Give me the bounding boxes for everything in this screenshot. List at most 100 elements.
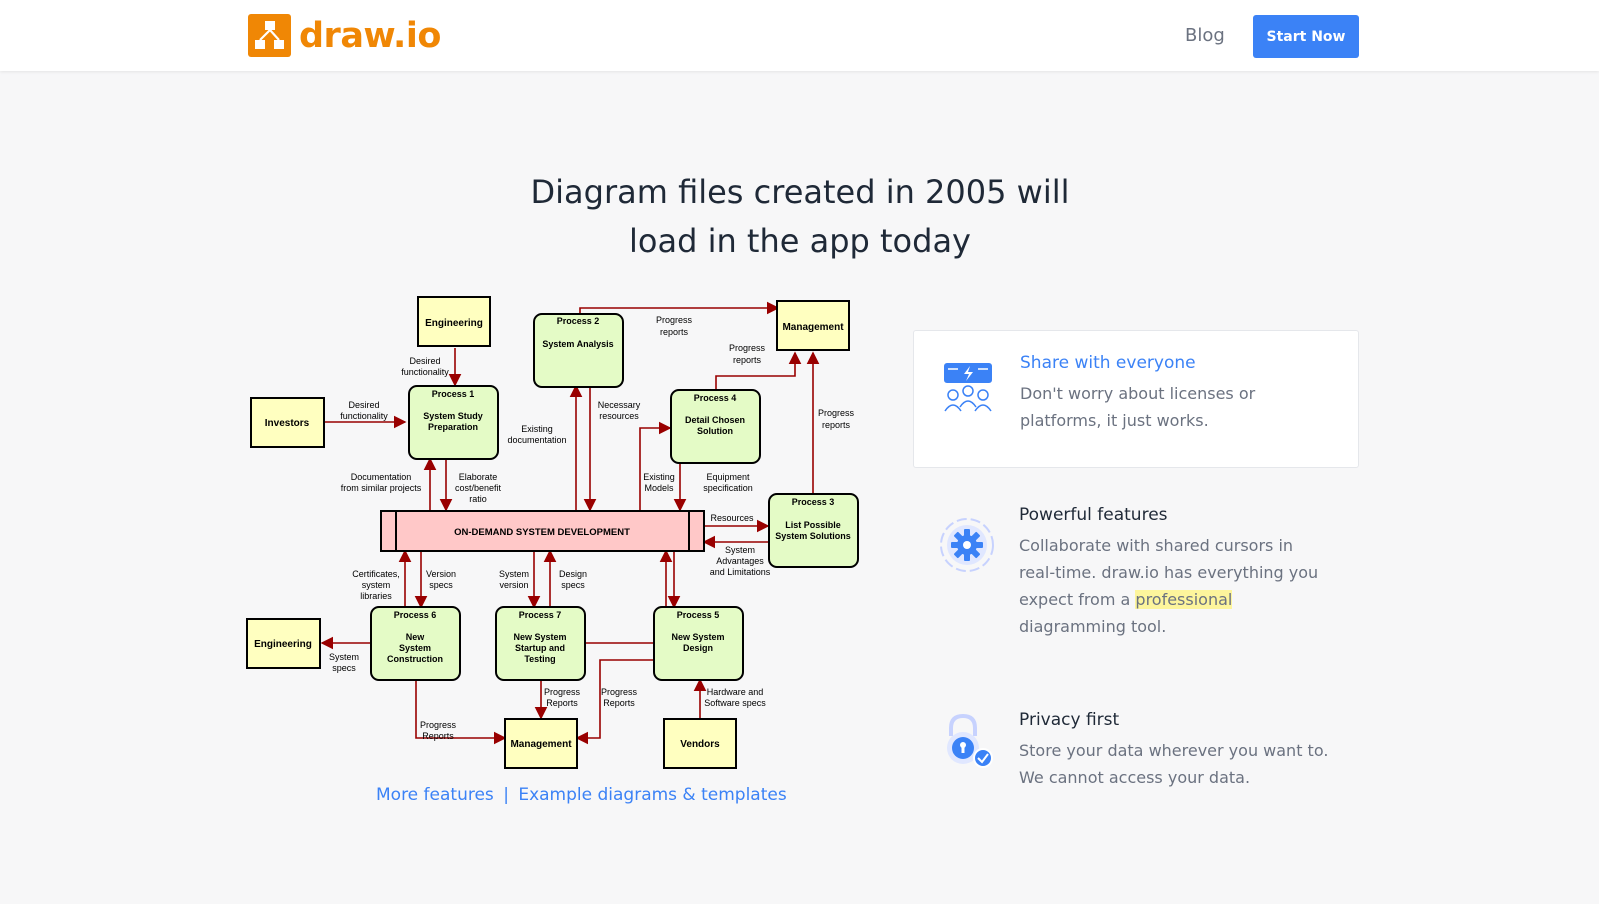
label-progress-p7-1: Progress <box>544 687 581 697</box>
process-7: Process 7 New System Startup and Testing <box>495 606 586 681</box>
label-certificates-2: system <box>362 580 391 590</box>
entity-management-top-label: Management <box>782 322 844 333</box>
arrow-center-to-p4 <box>639 421 672 510</box>
label-desired-functionality-left-2: functionality <box>340 411 388 421</box>
label-equipment-1: Equipment <box>706 472 750 482</box>
process-2: Process 2 System Analysis <box>533 313 624 388</box>
label-existing-documentation-1: Existing <box>521 424 553 434</box>
process-6-line-3: Construction <box>387 654 443 664</box>
label-progress-p3-2: reports <box>822 420 851 430</box>
label-desired-functionality-top-2: functionality <box>401 367 449 377</box>
process-4: Process 4 Detail Chosen Solution <box>670 389 761 464</box>
process-2-number: Process 2 <box>557 316 600 326</box>
label-version-specs-2: specs <box>429 580 453 590</box>
label-certificates-1: Certificates, <box>352 569 400 579</box>
label-system-version-1: System <box>499 569 529 579</box>
data-flow-diagram: Engineering Investors Management Enginee… <box>246 296 859 769</box>
arrow-p5-to-mgmt <box>575 659 654 745</box>
process-3-number: Process 3 <box>792 497 835 507</box>
label-advantages-3: and Limitations <box>710 567 771 577</box>
entity-vendors-label: Vendors <box>680 739 720 750</box>
share-people-icon <box>944 363 992 412</box>
feature-privacy-title: Privacy first <box>1019 710 1120 730</box>
label-necessary-resources-1: Necessary <box>598 400 641 410</box>
entity-vendors: Vendors <box>663 718 737 769</box>
label-progress-p3-1: Progress <box>818 408 855 418</box>
label-advantages-2: Advantages <box>716 556 764 566</box>
label-existing-models-2: Models <box>644 483 674 493</box>
label-progress-p4-2: reports <box>733 355 762 365</box>
entity-investors-label: Investors <box>265 418 310 429</box>
process-4-line-2: Solution <box>697 426 733 436</box>
label-system-specs-2: specs <box>332 663 356 673</box>
process-7-line-1: New System <box>513 632 566 642</box>
more-features-link[interactable]: More features <box>376 785 494 805</box>
label-progress-p7-2: Reports <box>546 698 578 708</box>
feature-share-desc-line-2: platforms, it just works. <box>1020 411 1209 430</box>
headline-line-2: load in the app today <box>629 222 971 260</box>
label-elaborate-1: Elaborate <box>459 472 498 482</box>
process-2-line-1: System Analysis <box>542 339 613 349</box>
diagram-links: More features | Example diagrams & templ… <box>376 785 787 805</box>
feature-share: Share with everyone Don't worry about li… <box>913 330 1359 468</box>
flow-labels: Desired functionality Desired functional… <box>329 315 855 741</box>
label-documentation-similar-2: from similar projects <box>341 483 422 493</box>
label-existing-documentation-2: documentation <box>507 435 566 445</box>
start-now-button[interactable]: Start Now <box>1253 15 1359 58</box>
label-progress-p6-1: Progress <box>420 720 457 730</box>
drawio-logo-link[interactable]: draw.io <box>248 14 441 57</box>
feature-powerful-description: Collaborate with shared cursors in real-… <box>1019 532 1318 640</box>
label-design-specs-2: specs <box>561 580 585 590</box>
process-6-line-2: System <box>399 643 431 653</box>
entity-management-bottom-label: Management <box>510 739 572 750</box>
entity-engineering-top-label: Engineering <box>425 318 483 329</box>
process-4-line-1: Detail Chosen <box>685 415 745 425</box>
label-progress-top-1: Progress <box>656 315 693 325</box>
feature-privacy: Privacy first Store your data wherever y… <box>913 710 1357 800</box>
nav-blog-link[interactable]: Blog <box>1185 25 1225 46</box>
process-1-line-2: Preparation <box>428 422 478 432</box>
feature-share-desc-line-1: Don't worry about licenses or <box>1020 384 1256 403</box>
process-5-number: Process 5 <box>677 610 720 620</box>
central-data-store-label: ON-DEMAND SYSTEM DEVELOPMENT <box>454 527 630 538</box>
arrow-p2-to-mgmt <box>579 301 780 315</box>
label-version-specs-1: Version <box>426 569 456 579</box>
feature-powerful-desc-line-3: expect from a <box>1019 590 1136 609</box>
label-progress-p6-2: Reports <box>422 731 454 741</box>
entity-engineering-top: Engineering <box>417 296 491 347</box>
entity-investors: Investors <box>250 397 325 448</box>
label-necessary-resources-2: resources <box>599 411 639 421</box>
links-separator: | <box>503 785 509 805</box>
label-documentation-similar-1: Documentation <box>351 472 412 482</box>
diagram-connectors <box>320 301 820 745</box>
process-7-line-2: Startup and <box>515 643 565 653</box>
process-1: Process 1 System Study Preparation <box>408 385 499 460</box>
feature-privacy-desc-line-2: We cannot access your data. <box>1019 768 1251 787</box>
page-headline: Diagram files created in 2005 will load … <box>420 168 1180 266</box>
label-progress-p5-2: Reports <box>603 698 635 708</box>
drawio-logo-icon <box>248 14 291 57</box>
process-3-line-2: System Solutions <box>775 531 851 541</box>
label-progress-p5-1: Progress <box>601 687 638 697</box>
process-3-line-1: List Possible <box>785 520 841 530</box>
feature-powerful-desc-line-4: diagramming tool. <box>1019 617 1167 636</box>
process-5-line-2: Design <box>683 643 713 653</box>
process-6-number: Process 6 <box>394 610 437 620</box>
label-desired-functionality-left-1: Desired <box>348 400 379 410</box>
label-progress-top-2: reports <box>660 327 689 337</box>
logo-text: draw.io <box>299 15 441 56</box>
label-advantages-1: System <box>725 545 755 555</box>
feature-share-description: Don't worry about licenses or platforms,… <box>1020 380 1255 434</box>
entity-engineering-bottom-label: Engineering <box>254 639 312 650</box>
label-system-specs-1: System <box>329 652 359 662</box>
arrow-p4-to-mgmt <box>715 351 802 391</box>
feature-powerful-title: Powerful features <box>1019 505 1168 525</box>
label-equipment-2: specification <box>703 483 753 493</box>
label-system-version-2: version <box>499 580 528 590</box>
label-elaborate-3: ratio <box>469 494 487 504</box>
central-data-store: ON-DEMAND SYSTEM DEVELOPMENT <box>380 510 705 552</box>
headline-line-1: Diagram files created in 2005 will <box>530 173 1070 211</box>
process-6-line-1: New <box>406 632 426 642</box>
process-7-line-3: Testing <box>524 654 555 664</box>
example-diagrams-link[interactable]: Example diagrams & templates <box>518 785 787 805</box>
